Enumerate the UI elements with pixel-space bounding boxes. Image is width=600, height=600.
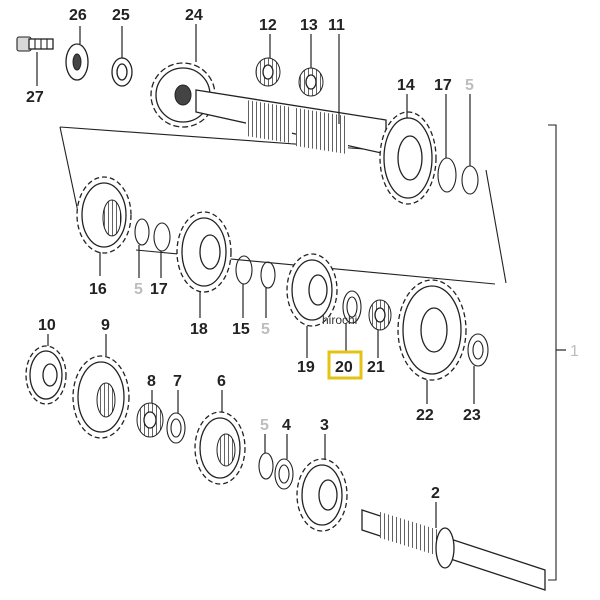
part-5-washer-top [461, 165, 479, 195]
callout-26: 26 [69, 7, 87, 24]
callout-24: 24 [185, 7, 203, 24]
callout-15: 15 [232, 321, 250, 338]
callout-3: 3 [320, 417, 329, 434]
callout-1: 1 [570, 343, 579, 360]
callout-22: 22 [416, 407, 434, 424]
callout-5-bottom: 5 [260, 417, 269, 434]
part-23-washer [467, 333, 489, 367]
callout-18: 18 [190, 321, 208, 338]
part-11-output-shaft [195, 89, 387, 155]
part-15-washer [235, 255, 253, 285]
part-5-washer-mid [260, 261, 276, 289]
part-5-washer-mid-left [134, 218, 150, 246]
callout-4: 4 [282, 417, 291, 434]
part-13-needle-bearing [298, 67, 324, 97]
callout-5-mid: 5 [261, 321, 270, 338]
part-20-washer [342, 290, 362, 324]
part-16-gear [76, 176, 132, 254]
callout-7: 7 [173, 373, 182, 390]
callout-20: 20 [335, 359, 353, 376]
callout-13: 13 [300, 17, 318, 34]
part-19-gear [286, 253, 338, 327]
callout-17-mid: 17 [150, 281, 168, 298]
part-5-washer-bottom [258, 452, 274, 480]
part-3-gear [296, 458, 348, 532]
callout-27: 27 [26, 89, 44, 106]
part-25-oil-seal [111, 57, 133, 87]
callout-5-top: 5 [465, 77, 474, 94]
callout-5-mid-left: 5 [134, 281, 143, 298]
part-12-needle-bearing [255, 57, 281, 87]
part-18-gear [176, 211, 232, 293]
callout-17-top: 17 [434, 77, 452, 94]
callout-14: 14 [397, 77, 415, 94]
callout-23: 23 [463, 407, 481, 424]
part-10-gear [25, 345, 67, 405]
callout-labels: 26 25 24 12 13 11 27 14 17 5 16 5 17 18 … [26, 7, 579, 502]
callout-20-highlight [327, 350, 363, 380]
part-27-bolt [16, 36, 54, 52]
part-14-gear [379, 111, 437, 205]
part-21-needle-bearing [368, 299, 392, 331]
callout-12: 12 [259, 17, 277, 34]
assembly-bracket [548, 124, 566, 581]
part-9-gear [72, 355, 130, 439]
callout-19: 19 [297, 359, 315, 376]
part-4-washer [274, 458, 294, 490]
callout-16: 16 [89, 281, 107, 298]
part-2-main-shaft [361, 509, 546, 591]
part-6-gear [194, 411, 246, 485]
part-22-gear [397, 279, 467, 381]
callout-21: 21 [367, 359, 385, 376]
part-17-circlip-top [437, 157, 457, 193]
callout-6: 6 [217, 373, 226, 390]
callout-10: 10 [38, 317, 56, 334]
part-26-washer [65, 43, 89, 81]
callout-25: 25 [112, 7, 130, 24]
part-7-washer [166, 412, 186, 444]
watermark: hirochi [322, 313, 357, 327]
part-17-circlip-mid [153, 222, 171, 252]
callout-9: 9 [101, 317, 110, 334]
callout-8: 8 [147, 373, 156, 390]
leader-lines [36, 24, 475, 528]
callout-11: 11 [328, 17, 345, 34]
part-8-needle-bearing [136, 402, 164, 438]
callout-2: 2 [431, 485, 440, 502]
